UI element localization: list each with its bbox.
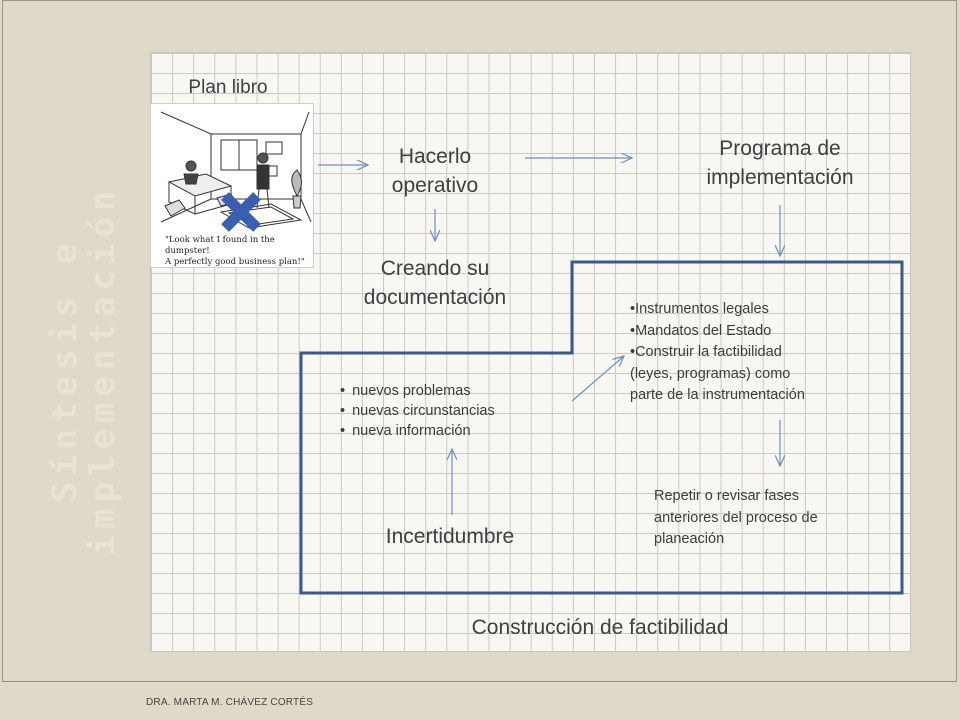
uncertainty-list: nuevos problemas nuevas circunstancias n… <box>340 381 495 441</box>
instruments-line: •Mandatos del Estado <box>630 322 772 339</box>
cross-mark-icon <box>221 192 261 232</box>
factibility-outline <box>299 260 904 595</box>
repetir-line1: Repetir o revisar fases <box>654 488 800 504</box>
creando-line1: Creando su <box>380 257 490 280</box>
hacerlo-line1: Hacerlo <box>398 145 472 168</box>
incertidumbre-label: Incertidumbre <box>385 525 515 548</box>
instruments-line: parte de la instrumentación <box>630 387 805 403</box>
programa-line1: Programa de <box>719 137 841 160</box>
cartoon-image: "Look what I found in the dumpster! A pe… <box>150 103 314 268</box>
arrow-list-to-instruments <box>571 356 624 402</box>
uncertainty-item: nuevas circunstancias <box>340 401 495 421</box>
repetir-line3: planeación <box>654 531 725 547</box>
creando-documentacion-label: Creando su documentación <box>335 254 535 312</box>
cartoon-caption-line1: "Look what I found in the dumpster! <box>165 235 275 256</box>
instruments-line: •Instrumentos legales <box>630 301 769 317</box>
hacerlo-line2: operativo <box>391 174 479 197</box>
uncertainty-item: nuevos problemas <box>340 381 495 401</box>
instruments-line: (leyes, programas) como <box>630 365 791 382</box>
cartoon-drawing <box>160 111 312 229</box>
repetir-fases-label: Repetir o revisar fases anteriores del p… <box>654 486 818 551</box>
construccion-factibilidad-label: Construcción de factibilidad <box>471 616 729 639</box>
cartoon-caption: "Look what I found in the dumpster! A pe… <box>165 235 305 268</box>
programa-line2: implementación <box>706 166 854 189</box>
programa-implementacion-label: Programa de implementación <box>660 134 900 192</box>
instruments-list: •Instrumentos legales •Mandatos del Esta… <box>630 299 805 407</box>
creando-line2: documentación <box>363 286 507 309</box>
repetir-line2: anteriores del proceso de <box>654 509 818 526</box>
hacerlo-operativo-label: Hacerlo operativo <box>350 142 520 200</box>
plan-libro-label: Plan libro <box>188 77 268 98</box>
footer-author: DRA. MARTA M. CHÁVEZ CORTÉS <box>146 697 314 708</box>
uncertainty-item: nueva información <box>340 421 495 441</box>
cartoon-caption-line2: A perfectly good business plan!" <box>165 257 305 267</box>
instruments-line: •Construir la factibilidad <box>630 344 782 360</box>
